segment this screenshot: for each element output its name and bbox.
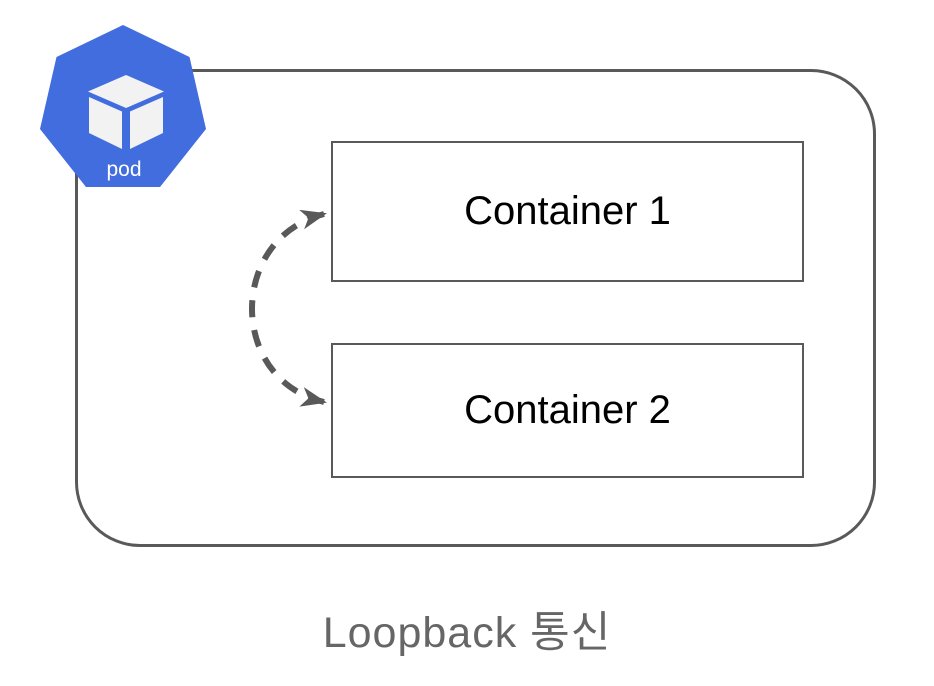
diagram-caption: Loopback 통신 [322,609,612,657]
container-2-label: Container 2 [464,388,671,432]
container-1-label: Container 1 [464,189,671,233]
container-2-box: Container 2 [331,343,804,478]
container-1-box: Container 1 [331,141,804,282]
